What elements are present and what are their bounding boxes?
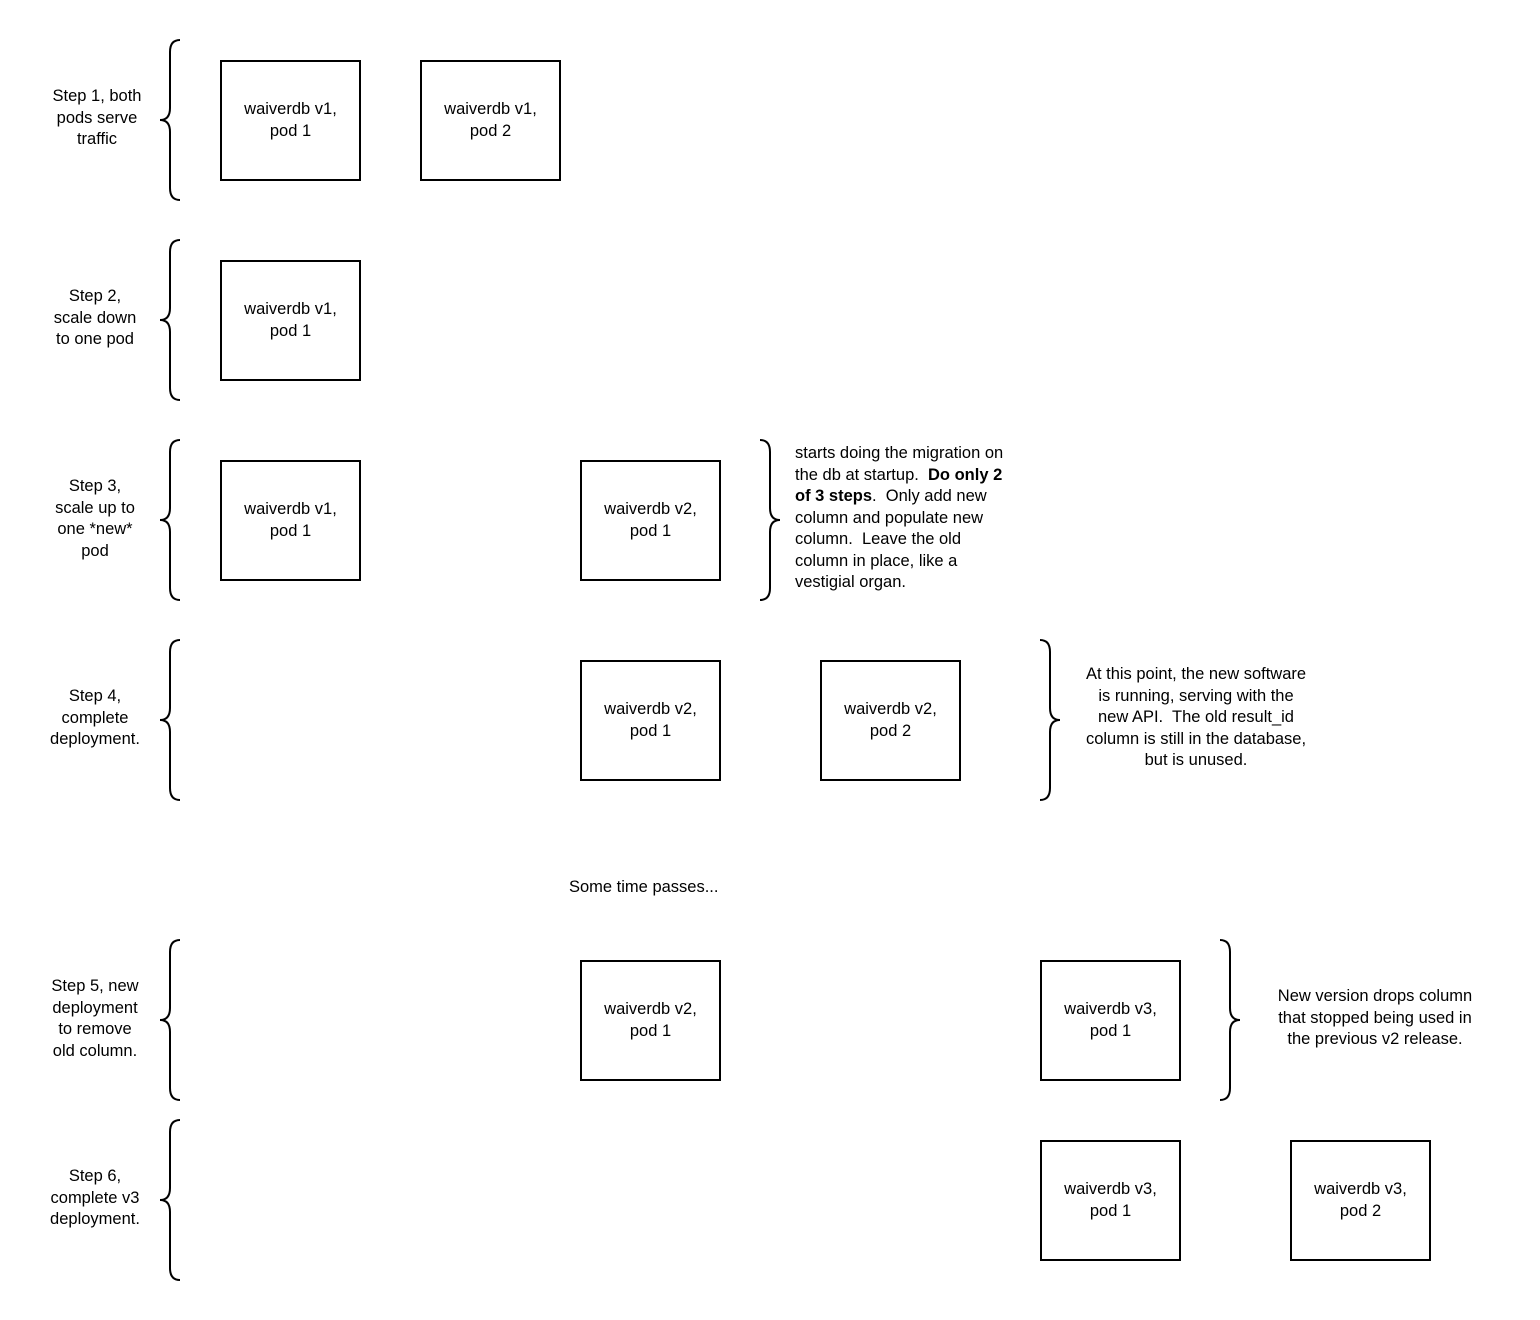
pod-label: waiverdb v3, pod 1 [1064,1000,1157,1040]
step3-note-brace [759,439,781,601]
pod-box-v3-pod1: waiverdb v3, pod 1 [1040,1140,1181,1261]
pod-box-v1-pod1: waiverdb v1, pod 1 [220,260,361,381]
step4-note-brace [1039,639,1061,801]
time-passes-text: Some time passes... [569,878,719,896]
step6-label: Step 6, complete v3 deployment. [50,1167,140,1228]
step3-label: Step 3, scale up to one *new* pod [55,477,135,560]
pod-box-v2-pod1: waiverdb v2, pod 1 [580,460,721,581]
step5-note: New version drops column that stopped be… [1277,987,1473,1048]
pod-box-v2-pod1: waiverdb v2, pod 1 [580,660,721,781]
note-emphasis: of 3 steps [795,487,873,505]
step1-brace [159,39,181,201]
pod-box-v1-pod1: waiverdb v1, pod 1 [220,460,361,581]
pod-label: waiverdb v1, pod 1 [244,500,337,540]
note-line: vestigial organ. [795,573,906,591]
note-line: starts doing the migration on [795,444,1004,462]
step4-note: At this point, the new software is runni… [1085,665,1307,769]
step2-label: Step 2, scale down to one pod [53,287,137,348]
step3-note: starts doing the migration on the db at … [795,443,1035,594]
note-line: column. Leave the old [795,530,962,548]
step4-label: Step 4, complete deployment. [50,687,140,748]
pod-label: waiverdb v3, pod 1 [1064,1180,1157,1220]
step1-label: Step 1, both pods serve traffic [52,87,142,148]
pod-label: waiverdb v3, pod 2 [1314,1180,1407,1220]
pod-label: waiverdb v2, pod 2 [844,700,937,740]
pod-box-v3-pod1: waiverdb v3, pod 1 [1040,960,1181,1081]
pod-label: waiverdb v2, pod 1 [604,1000,697,1040]
pod-label: waiverdb v1, pod 1 [244,300,337,340]
step6-brace [159,1119,181,1281]
step5-label: Step 5, new deployment to remove old col… [51,977,139,1060]
pod-box-v3-pod2: waiverdb v3, pod 2 [1290,1140,1431,1261]
pod-label: waiverdb v2, pod 1 [604,700,697,740]
step4-brace [159,639,181,801]
pod-box-v1-pod2: waiverdb v1, pod 2 [420,60,561,181]
note-text: . Only add new [872,487,987,505]
note-line: column in place, like a [795,551,958,570]
pod-label: waiverdb v1, pod 2 [444,100,537,140]
note-text: the db at startup. [795,465,928,484]
pod-box-v1-pod1: waiverdb v1, pod 1 [220,60,361,181]
step2-brace [159,239,181,401]
step3-brace [159,439,181,601]
step5-note-brace [1219,939,1241,1101]
note-emphasis: Do only 2 [928,465,1003,484]
pod-label: waiverdb v2, pod 1 [604,500,697,540]
pod-label: waiverdb v1, pod 1 [244,100,337,140]
pod-box-v2-pod1: waiverdb v2, pod 1 [580,960,721,1081]
pod-box-v2-pod2: waiverdb v2, pod 2 [820,660,961,781]
note-line: column and populate new [795,508,984,527]
note-line: of 3 steps. Only add new [795,486,1035,508]
step5-brace [159,939,181,1101]
note-line: the db at startup. Do only 2 [795,465,1035,487]
